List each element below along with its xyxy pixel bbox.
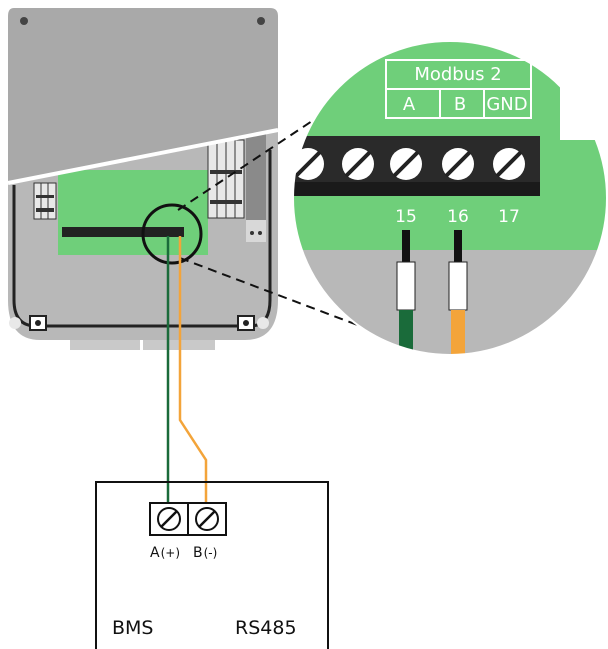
focus-circle (141, 203, 203, 265)
screw-left-edge (293, 148, 324, 180)
terminal-strip (62, 227, 184, 237)
pin-17: 17 (498, 207, 520, 227)
enclosure-lid (8, 8, 278, 183)
din-terminals-right (207, 130, 266, 242)
screw-a (390, 148, 422, 180)
col-label-a: A (403, 94, 416, 115)
mount-hole-left (9, 315, 47, 331)
bms-box (95, 481, 329, 649)
col-label-b: B (454, 94, 466, 115)
col-label-gnd: GND (486, 94, 527, 115)
pin-15: 15 (395, 207, 417, 227)
pin-16: 16 (447, 207, 469, 227)
terminal-a-label: A(+) (150, 545, 180, 561)
bms-label: BMS (112, 617, 154, 639)
terminal-b-label: B(-) (193, 545, 217, 561)
zoom-wire-b (448, 230, 468, 355)
enclosure (7, 8, 279, 350)
mount-hole-right (237, 315, 269, 331)
din-terminals-left (33, 182, 57, 220)
modbus-title: Modbus 2 (414, 64, 501, 85)
screw-gnd (493, 148, 525, 180)
rs485-label: RS485 (235, 617, 297, 639)
screw-extra (342, 148, 374, 180)
lid-screw-left (20, 17, 28, 25)
pcb-board (58, 170, 208, 255)
lid-screw-right (257, 17, 265, 25)
zoom-wire-a (396, 230, 416, 355)
screw-b (442, 148, 474, 180)
